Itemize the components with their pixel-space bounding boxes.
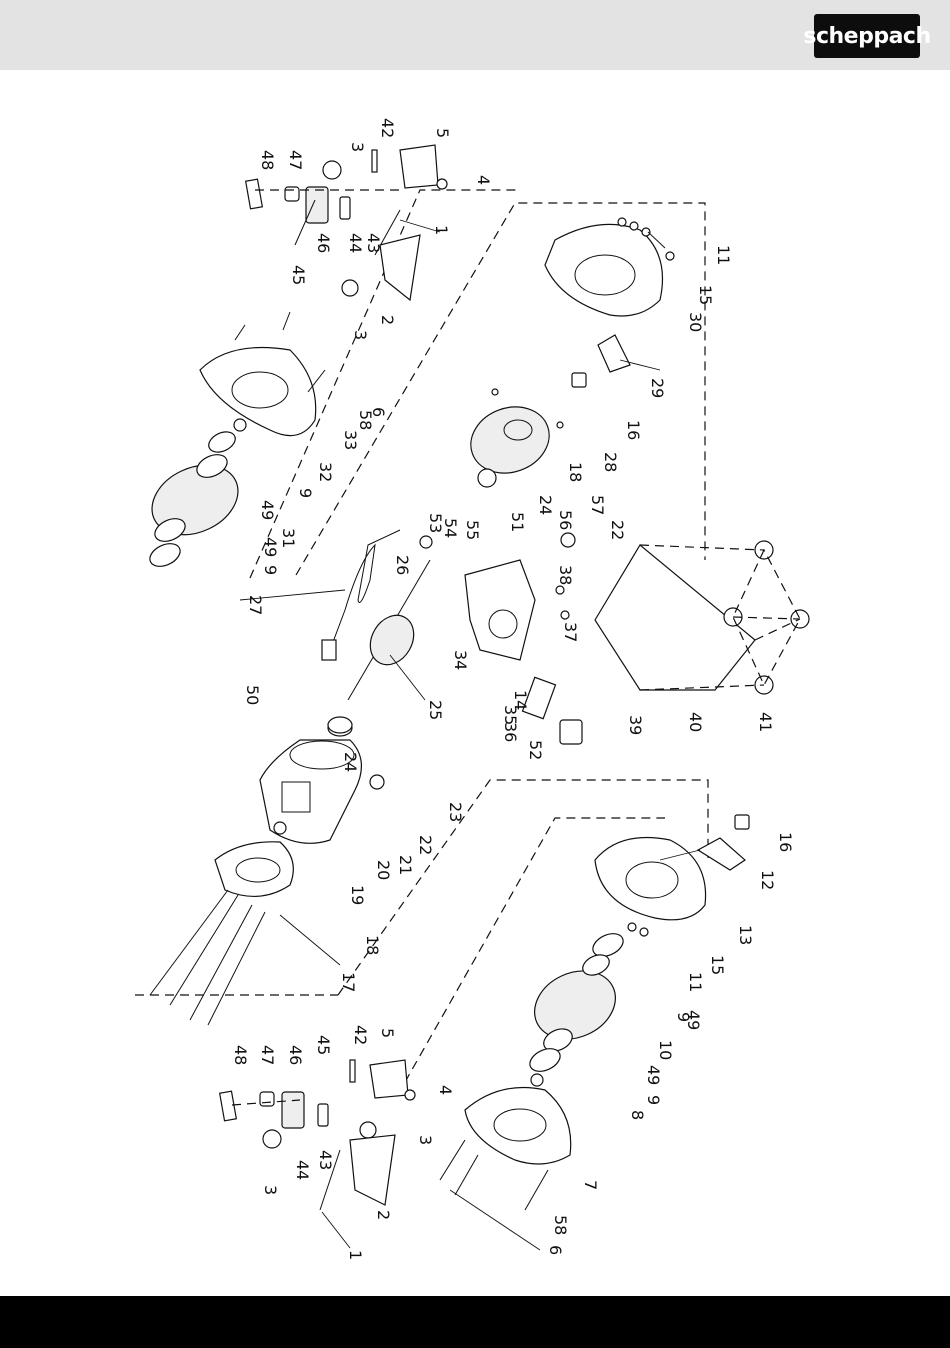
- callout-22: 22: [416, 835, 435, 855]
- callout-56: 56: [556, 510, 575, 530]
- callout-41: 41: [756, 712, 775, 732]
- callout-18: 18: [363, 935, 382, 955]
- callout-29: 29: [648, 378, 667, 398]
- motor-shaft-assembly: [328, 560, 430, 736]
- callout-19: 19: [348, 885, 367, 905]
- callout-37: 37: [561, 622, 580, 642]
- callout-8: 8: [628, 1110, 647, 1120]
- callout-27: 27: [246, 595, 265, 615]
- callout-5: 5: [433, 128, 452, 138]
- callout-11: 11: [714, 245, 733, 265]
- callout-9: 9: [296, 488, 315, 498]
- callout-46: 46: [286, 1045, 305, 1065]
- callout-38: 38: [556, 565, 575, 585]
- callout-48: 48: [258, 150, 277, 170]
- callout-55: 55: [463, 520, 482, 540]
- callout-3: 3: [348, 142, 367, 152]
- callout-39: 39: [626, 715, 645, 735]
- callout-57: 57: [588, 495, 607, 515]
- callout-24: 24: [341, 752, 360, 772]
- callout-22: 22: [608, 520, 627, 540]
- callout-7: 7: [581, 1180, 600, 1190]
- wheel-guard-upper-left: [200, 312, 325, 436]
- callout-23: 23: [446, 802, 465, 822]
- callout-10: 10: [656, 1040, 675, 1060]
- callout-3: 3: [351, 330, 370, 340]
- callout-49: 49: [258, 500, 277, 520]
- grinding-wheel-lower: [523, 929, 626, 1086]
- callout-50: 50: [243, 685, 262, 705]
- callout-3: 3: [416, 1135, 435, 1145]
- callout-28: 28: [601, 452, 620, 472]
- callout-30: 30: [686, 312, 705, 332]
- callout-58: 58: [551, 1215, 570, 1235]
- callout-2: 2: [374, 1210, 393, 1220]
- callout-48: 48: [231, 1045, 250, 1065]
- callout-51: 51: [508, 512, 527, 532]
- callout-2: 2: [378, 315, 397, 325]
- brand-name: scheppach: [803, 24, 930, 49]
- callout-26: 26: [393, 555, 412, 575]
- callout-45: 45: [314, 1035, 333, 1055]
- eye-shield-bracket: [598, 335, 630, 372]
- callout-44: 44: [346, 233, 365, 253]
- switch-assembly-lower: [220, 1060, 415, 1210]
- callout-47: 47: [258, 1045, 277, 1065]
- clamp-nut: [572, 373, 586, 387]
- callout-3: 3: [261, 1185, 280, 1195]
- callout-42: 42: [351, 1025, 370, 1045]
- base-plate-feet: [595, 541, 809, 694]
- callout-36: 36: [501, 722, 520, 742]
- wheel-guard-upper-right: [545, 218, 674, 316]
- callout-43: 43: [316, 1150, 335, 1170]
- callout-18: 18: [566, 462, 585, 482]
- callout-34: 34: [451, 650, 470, 670]
- callout-4: 4: [436, 1085, 455, 1095]
- callout-31: 31: [279, 528, 298, 548]
- callout-4: 4: [474, 175, 493, 185]
- callout-54: 54: [441, 518, 460, 538]
- flange-housing-upper: [461, 389, 563, 487]
- header-bar: scheppach: [0, 0, 950, 70]
- callout-49: 49: [644, 1065, 663, 1085]
- callout-52: 52: [526, 740, 545, 760]
- callout-42: 42: [378, 118, 397, 138]
- callout-49: 49: [684, 1010, 703, 1030]
- callout-49: 49: [261, 537, 280, 557]
- callout-1: 1: [346, 1250, 365, 1260]
- callout-33: 33: [341, 430, 360, 450]
- callout-58: 58: [356, 410, 375, 430]
- callout-9: 9: [644, 1095, 663, 1105]
- callout-12: 12: [758, 870, 777, 890]
- callout-32: 32: [316, 462, 335, 482]
- callout-43: 43: [364, 233, 383, 253]
- footer-bar: [0, 1296, 950, 1348]
- callout-20: 20: [374, 860, 393, 880]
- callout-21: 21: [396, 855, 415, 875]
- callout-15: 15: [696, 285, 715, 305]
- callout-44: 44: [293, 1160, 312, 1180]
- exploded-view-drawing: 48 47 3 42 5 4 45 46 44 43 1 3 2 11 15 3…: [0, 70, 950, 1296]
- callout-46: 46: [314, 233, 333, 253]
- wheel-guard-lower-left: [440, 1088, 571, 1211]
- callout-24: 24: [536, 495, 555, 515]
- brand-logo: scheppach: [814, 14, 920, 58]
- callout-6: 6: [546, 1245, 565, 1255]
- callout-1: 1: [432, 225, 451, 235]
- callout-13: 13: [736, 925, 755, 945]
- callout-9: 9: [261, 565, 280, 575]
- callout-5: 5: [378, 1028, 397, 1038]
- callout-45: 45: [289, 265, 308, 285]
- callout-47: 47: [286, 150, 305, 170]
- grinding-wheel-upper: [141, 419, 250, 571]
- callout-17: 17: [339, 972, 358, 992]
- callout-40: 40: [686, 712, 705, 732]
- callout-25: 25: [426, 700, 445, 720]
- callout-16: 16: [776, 832, 795, 852]
- callout-15: 15: [708, 955, 727, 975]
- callout-16: 16: [624, 420, 643, 440]
- wheel-guard-lower-right: [595, 815, 749, 936]
- callout-11: 11: [686, 972, 705, 992]
